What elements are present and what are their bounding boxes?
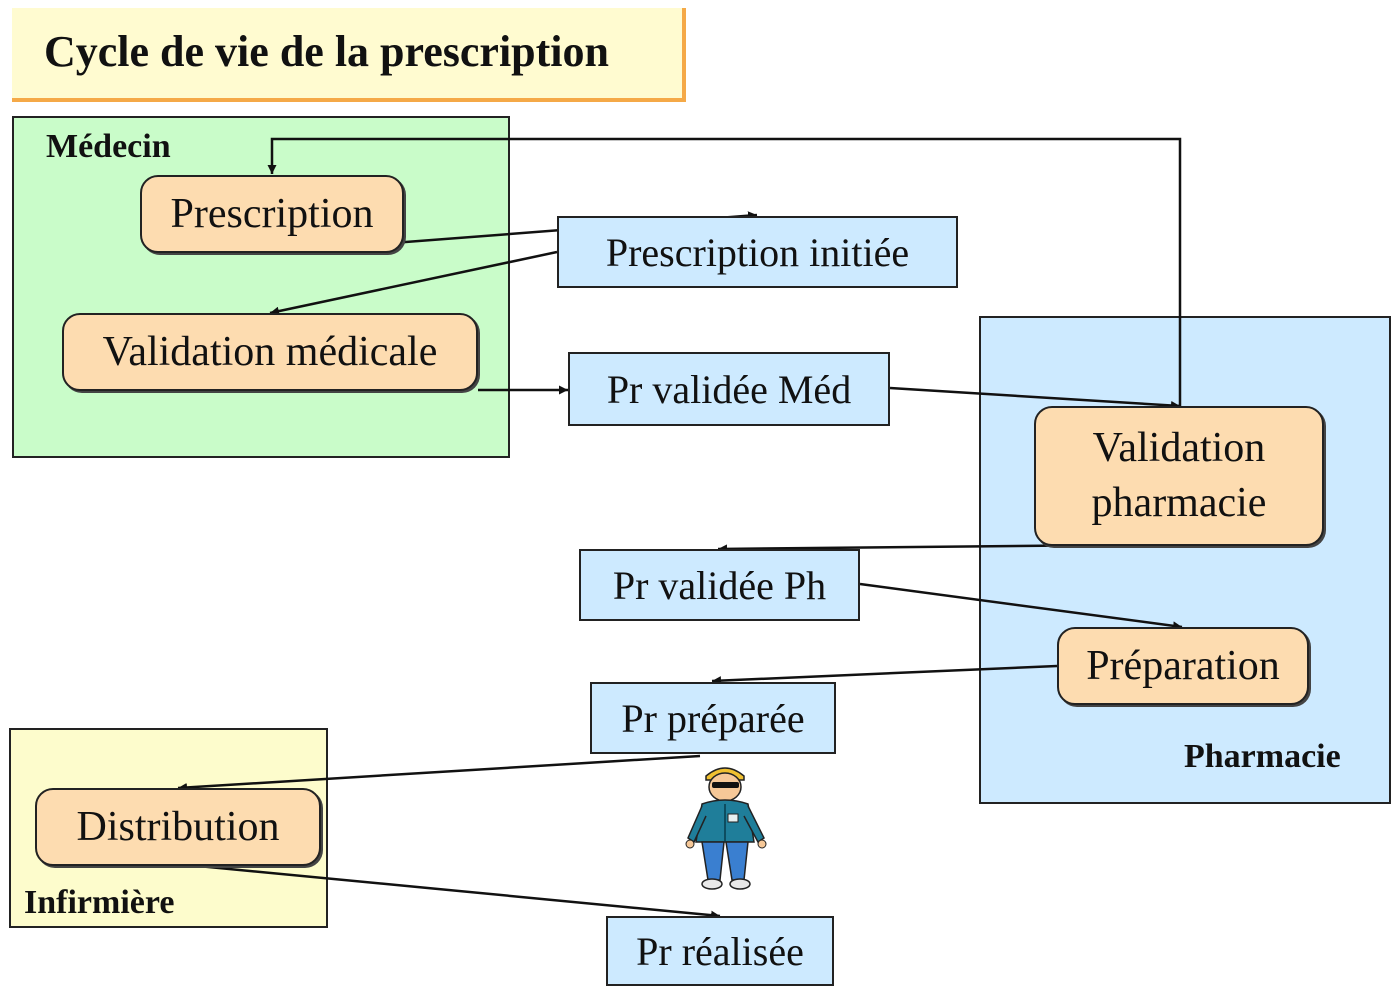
state-prescription-initiee: Prescription initiée	[557, 216, 958, 288]
zone-medecin	[12, 116, 510, 458]
process-distribution: Distribution	[35, 788, 321, 866]
arrow-preparee-to-distribution	[177, 754, 701, 792]
state-pr-preparee: Pr préparée	[590, 682, 836, 754]
arrow-validation-pharmacie-back-to-prescription	[267, 137, 1182, 406]
diagram-title: Cycle de vie de la prescription	[44, 27, 609, 76]
zone-label-pharmacie: Pharmacie	[1184, 738, 1341, 775]
process-validation-pharmacie: Validation pharmacie	[1034, 406, 1324, 546]
arrow-validee-ph-to-preparation	[859, 582, 1183, 631]
process-validation-pharmacie-line2: pharmacie	[1091, 480, 1267, 526]
process-validation-medicale: Validation médicale	[62, 313, 478, 391]
state-pr-realisee: Pr réalisée	[606, 916, 834, 986]
process-preparation: Préparation	[1057, 627, 1309, 705]
delivery-person-icon	[685, 767, 767, 890]
zone-label-infirmiere: Infirmière	[24, 884, 175, 921]
arrow-initiee-to-validation-medicale	[269, 250, 558, 316]
process-prescription: Prescription	[140, 175, 404, 253]
state-pr-validee-ph: Pr validée Ph	[579, 549, 860, 621]
state-pr-validee-med: Pr validée Méd	[568, 352, 890, 426]
arrow-validee-med-to-validation-pharmacie	[889, 386, 1181, 410]
arrow-distribution-to-realisee	[197, 864, 721, 920]
process-validation-pharmacie-line1: Validation	[1092, 425, 1266, 472]
arrow-preparation-to-preparee	[711, 664, 1058, 686]
zone-label-medecin: Médecin	[46, 128, 171, 165]
title-box	[12, 8, 686, 102]
